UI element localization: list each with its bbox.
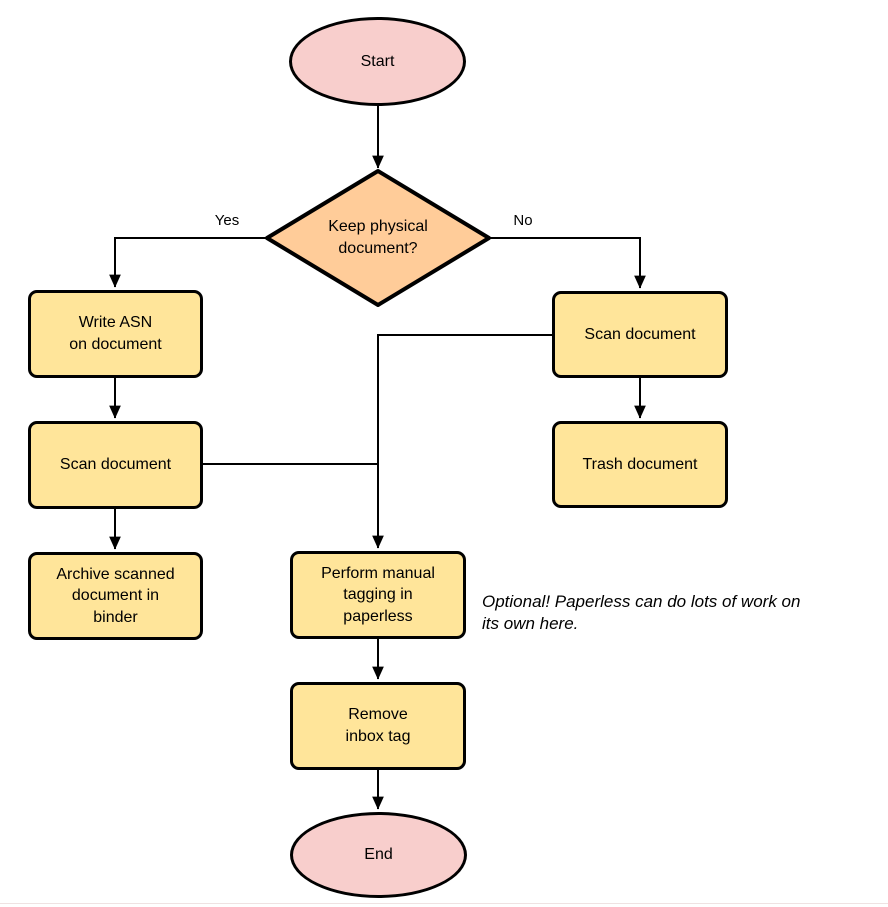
node-scan-document-discard-label: Scan document	[584, 325, 696, 343]
node-manual-tagging-label: Perform manual tagging in paperless	[321, 564, 435, 625]
node-scan-document-keep-label: Scan document	[59, 456, 172, 474]
edge-decision-to-write-asn	[109, 237, 266, 288]
node-start: Start	[289, 17, 466, 106]
node-write-asn: Write ASN on document	[28, 290, 203, 378]
node-start-label: Start	[360, 52, 395, 70]
node-trash-document: Trash document	[552, 421, 728, 508]
node-decision-label: Keep physical document?	[328, 218, 428, 257]
node-end-label: End	[364, 846, 393, 864]
node-scan-document-discard: Scan document	[552, 291, 728, 378]
node-archive-binder: Archive scanned document in binder	[28, 552, 203, 640]
bottom-divider	[0, 903, 888, 904]
node-write-asn-label: Write ASN on document	[69, 314, 162, 353]
edge-label-yes: Yes	[205, 212, 249, 230]
node-remove-inbox-tag: Remove inbox tag	[290, 682, 466, 770]
node-manual-tagging: Perform manual tagging in paperless	[290, 551, 466, 639]
node-remove-inbox-tag-label: Remove inbox tag	[345, 706, 411, 745]
decision-shape	[265, 169, 491, 307]
edge-decision-to-scan-discard	[490, 237, 646, 289]
note-text: Optional! Paperless can do lots of work …	[482, 592, 801, 634]
node-decision: Keep physical document?	[288, 206, 468, 270]
node-archive-binder-label: Archive scanned document in binder	[56, 565, 175, 626]
node-scan-document-keep: Scan document	[28, 421, 203, 509]
node-end: End	[290, 812, 467, 898]
edge-label-no: No	[503, 212, 543, 230]
node-trash-document-label: Trash document	[582, 455, 698, 473]
edge-scan-discard-to-tagging	[372, 334, 552, 549]
